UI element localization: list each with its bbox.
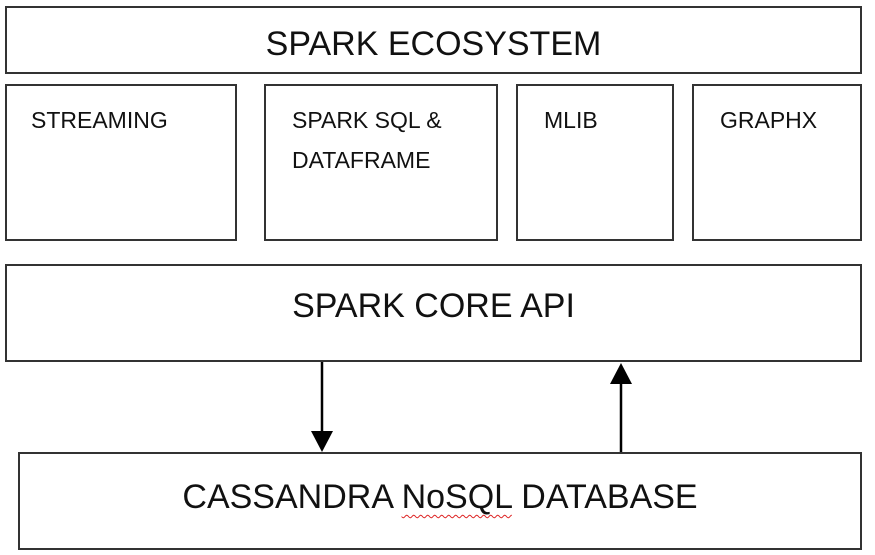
spark-sql-label-line-1: SPARK SQL &: [292, 107, 442, 133]
spark-ecosystem-title: SPARK ECOSYSTEM: [265, 25, 602, 63]
cassandra-title-suffix: DATABASE: [511, 478, 698, 516]
streaming-label: STREAMING: [31, 100, 168, 140]
arrow-database-to-core: [610, 363, 632, 452]
spark-core-api-box: SPARK CORE API: [5, 264, 862, 362]
arrow-down-head: [311, 431, 333, 452]
nosql-word: NoSQL: [401, 478, 512, 516]
cassandra-database-title: CASSANDRA NoSQL DATABASE: [20, 475, 860, 519]
graphx-label-line-1: GRAPHX: [720, 107, 818, 133]
spark-ecosystem-box: SPARK ECOSYSTEM: [5, 6, 862, 74]
spark-sql-label-line-2: DATAFRAME: [292, 147, 431, 173]
cassandra-database-box: CASSANDRA NoSQL DATABASE: [18, 452, 862, 550]
mlib-label: MLIB: [544, 100, 598, 140]
mlib-module-box: MLIB: [516, 84, 674, 241]
streaming-module-box: STREAMING: [5, 84, 237, 241]
arrow-up-head: [610, 363, 632, 384]
spark-core-api-title: SPARK CORE API: [292, 287, 575, 325]
cassandra-title-prefix: CASSANDRA: [182, 478, 402, 516]
graphx-module-box: GRAPHX: [692, 84, 862, 241]
spark-sql-dataframe-label: SPARK SQL & DATAFRAME: [292, 100, 442, 180]
streaming-label-line-1: STREAMING: [31, 107, 168, 133]
arrow-core-to-database: [311, 362, 333, 452]
spark-sql-dataframe-module-box: SPARK SQL & DATAFRAME: [264, 84, 498, 241]
mlib-label-line-1: MLIB: [544, 107, 598, 133]
graphx-label: GRAPHX: [720, 100, 817, 140]
